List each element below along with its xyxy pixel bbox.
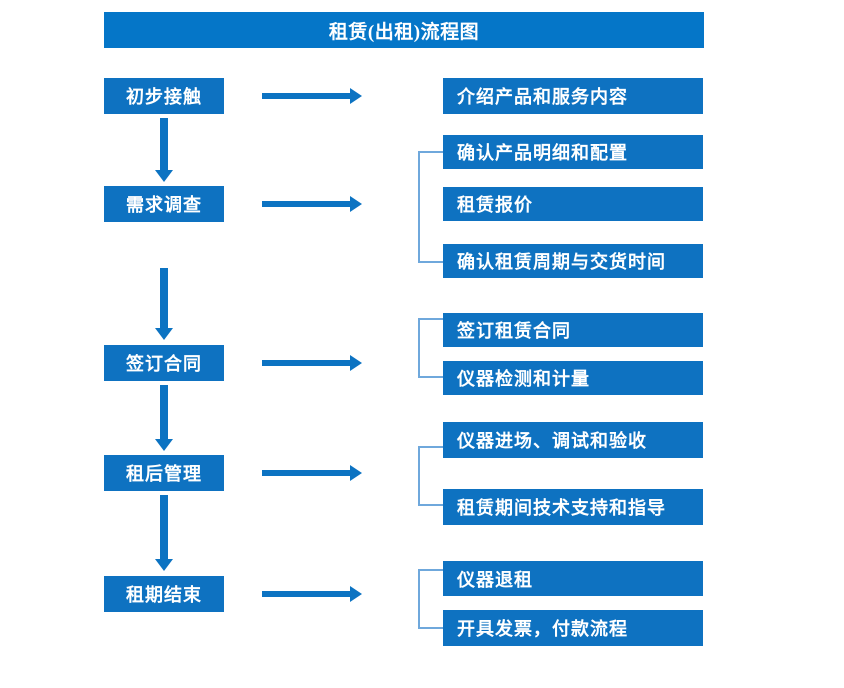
stage-box-rental-end[interactable]: 租期结束	[104, 576, 224, 612]
horizontal-arrow-1	[262, 88, 362, 104]
horizontal-arrow-2	[262, 196, 362, 212]
horizontal-arrow-4	[262, 465, 362, 481]
stage-box-initial-contact[interactable]: 初步接触	[104, 78, 224, 114]
vertical-arrow-1	[155, 118, 173, 182]
horizontal-arrow-3	[262, 355, 362, 371]
stage-box-requirement-survey[interactable]: 需求调查	[104, 186, 224, 222]
bracket-connector-requirement-survey	[418, 151, 443, 263]
detail-box-introduce-products[interactable]: 介绍产品和服务内容	[443, 78, 703, 114]
bracket-connector-sign-contract	[418, 318, 443, 378]
detail-box-confirm-product-details[interactable]: 确认产品明细和配置	[443, 135, 703, 169]
bracket-connector-rental-end	[418, 569, 443, 629]
detail-box-invoice-payment[interactable]: 开具发票，付款流程	[443, 610, 703, 646]
diagram-title: 租赁(出租)流程图	[104, 12, 704, 48]
detail-box-instrument-entry[interactable]: 仪器进场、调试和验收	[443, 422, 703, 458]
detail-box-confirm-rental-period[interactable]: 确认租赁周期与交货时间	[443, 244, 703, 278]
detail-box-instrument-inspection[interactable]: 仪器检测和计量	[443, 361, 703, 395]
stage-box-post-rental-management[interactable]: 租后管理	[104, 455, 224, 491]
stage-box-sign-contract[interactable]: 签订合同	[104, 345, 224, 381]
bracket-connector-post-rental	[418, 446, 443, 506]
detail-box-instrument-return[interactable]: 仪器退租	[443, 561, 703, 596]
vertical-arrow-4	[155, 495, 173, 571]
detail-box-sign-rental-contract[interactable]: 签订租赁合同	[443, 313, 703, 347]
vertical-arrow-2	[155, 268, 173, 340]
detail-box-rental-quotation[interactable]: 租赁报价	[443, 187, 703, 221]
detail-box-technical-support[interactable]: 租赁期间技术支持和指导	[443, 489, 703, 525]
horizontal-arrow-5	[262, 586, 362, 602]
vertical-arrow-3	[155, 385, 173, 451]
